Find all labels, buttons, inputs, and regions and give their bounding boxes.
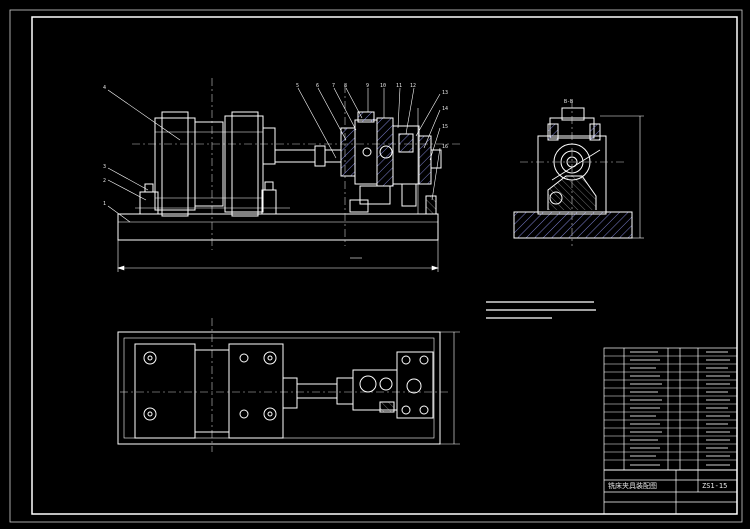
right-callout: 15 (442, 124, 448, 130)
drawing-number: ZS1-15 (702, 482, 727, 490)
front-dimension (117, 240, 439, 272)
top-view (117, 318, 460, 452)
front-view-leaders (107, 87, 441, 223)
right-callout: 13 (442, 90, 448, 96)
part-name: 铣床夹具装配图 (608, 481, 657, 490)
top-callout: 12 (410, 83, 416, 89)
front-view-item-numbers: 4 3 2 1 5 6 7 8 9 10 11 12 13 14 15 16 (103, 83, 448, 207)
outer-border (9, 9, 743, 523)
top-callout: 8 (344, 83, 347, 89)
front-label: 2 (103, 178, 106, 184)
inner-border (31, 16, 738, 515)
parts-list-rows (630, 351, 730, 466)
front-label: 3 (103, 164, 106, 170)
right-callout: 16 (442, 144, 448, 150)
side-section-view (513, 100, 644, 246)
right-callout: 14 (442, 106, 448, 112)
front-label: 4 (103, 85, 106, 91)
top-callout: 10 (380, 83, 386, 89)
section-mark: B-B (564, 99, 573, 105)
top-callout: 11 (396, 83, 402, 89)
front-view (117, 78, 460, 250)
top-callout: 6 (316, 83, 319, 89)
front-label: 1 (103, 201, 106, 207)
top-callout: 9 (366, 83, 369, 89)
title-block (603, 347, 738, 515)
top-callout: 5 (296, 83, 299, 89)
technical-notes (486, 301, 596, 319)
top-callout: 7 (332, 83, 335, 89)
